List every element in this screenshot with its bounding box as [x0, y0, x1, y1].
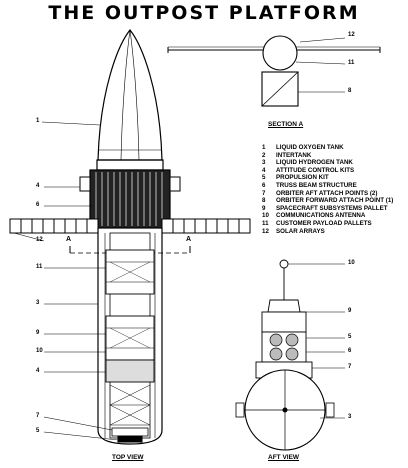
callout-label: 12 [348, 32, 355, 38]
callout-label: 10 [348, 260, 355, 266]
callout-label: 3 [36, 300, 40, 306]
page-title: THE OUTPOST PLATFORM [48, 2, 360, 24]
aft-view-caption: AFT VIEW [268, 454, 300, 461]
section-marker-left: A [66, 236, 72, 243]
lox-tank-nose [97, 29, 163, 161]
solar-array-left [9, 218, 99, 234]
callout-label: 6 [36, 202, 40, 208]
callout-label: 11 [348, 60, 355, 66]
intertank [96, 159, 164, 171]
callout-label: 1 [36, 118, 40, 124]
solar-array-right [161, 218, 251, 234]
callout-label: 4 [36, 183, 40, 189]
callout-label: 10 [36, 348, 43, 354]
callout-label: 4 [36, 368, 40, 374]
section-payload-tank [262, 35, 298, 71]
section-a-label: SECTION A [268, 121, 304, 128]
callout-label: 5 [36, 428, 40, 434]
truss-beam-structure [89, 169, 171, 229]
callout-label: 5 [348, 334, 352, 340]
section-marker-right: A [186, 236, 192, 243]
callout-label: 8 [348, 88, 352, 94]
aft-view-drawing [235, 259, 345, 451]
top-view-caption: TOP VIEW [112, 454, 144, 461]
lh2-tank [97, 228, 163, 445]
callout-label: 3 [348, 414, 352, 420]
antenna [279, 259, 289, 269]
callout-label: 11 [36, 264, 43, 270]
subsystems-pallet [105, 359, 155, 383]
section-a-drawing [167, 35, 381, 107]
callout-label: 9 [36, 330, 40, 336]
callout-label: 9 [348, 308, 352, 314]
callout-label: 7 [36, 413, 40, 419]
callout-label: 7 [348, 364, 352, 370]
top-view-drawing [9, 29, 251, 445]
callout-label: 6 [348, 348, 352, 354]
callout-label: 12 [36, 237, 43, 243]
